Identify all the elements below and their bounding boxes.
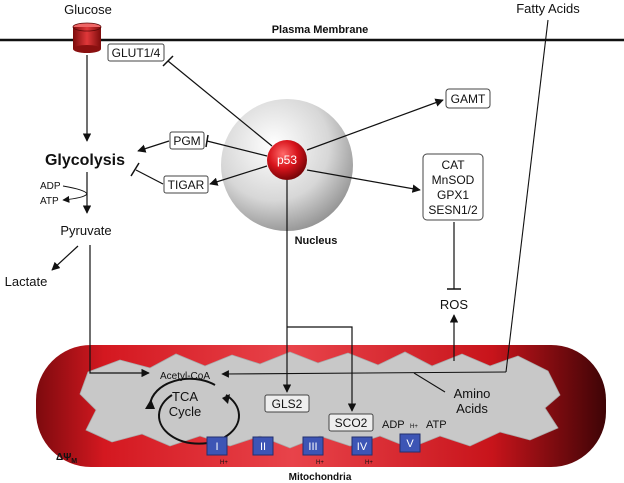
nucleus-label: Nucleus — [295, 235, 338, 247]
gamt-label: GAMT — [451, 92, 486, 106]
glut-inhibition-bar — [162, 55, 174, 67]
gls2-box — [264, 394, 310, 413]
mito-proton-label-5-top: H+ — [410, 424, 418, 430]
acetyl-coa-label: Acetyl-CoA — [160, 371, 210, 382]
tigar-inhibits-glycolysis — [135, 169, 164, 185]
complex-iii: III — [302, 436, 324, 456]
glycolysis-atp-label: ATP — [40, 196, 59, 207]
fatty-acids-line — [505, 19, 549, 373]
p53-to-antioxidants-arrow — [306, 169, 421, 193]
mito-atp-label: ATP — [426, 419, 447, 431]
complex-iv: IV — [351, 436, 373, 456]
gls2-label: GLS2 — [272, 397, 303, 411]
pyruvate-to-acetylcoa-arrow — [89, 245, 150, 378]
sco2-label: SCO2 — [335, 416, 368, 430]
p53-to-gamt-arrow — [306, 98, 444, 151]
fatty-acids-label: Fatty Acids — [516, 1, 580, 16]
pgm-inhibition-bar — [205, 134, 209, 148]
glucose-label: Glucose — [64, 2, 112, 17]
lactate-label: Lactate — [5, 274, 48, 289]
complex-iii-label: III — [308, 441, 317, 453]
glycolysis-label: Glycolysis — [45, 152, 125, 169]
antioxidant-mnsod: MnSOD — [432, 173, 475, 187]
p53-inhibits-glut — [167, 60, 273, 147]
pyruvate-to-lactate-arrow — [51, 245, 79, 271]
plasma-membrane-label: Plasma Membrane — [272, 24, 369, 36]
complex-ii-label: II — [260, 441, 266, 453]
pyruvate-label: Pyruvate — [60, 223, 111, 238]
complex-v: V — [399, 433, 421, 453]
sco2-box — [328, 413, 374, 432]
pgm-box — [169, 131, 205, 150]
tigar-box — [163, 175, 209, 194]
mito-adp-label: ADP — [382, 419, 405, 431]
adp-atp-conversion-arrow — [62, 185, 88, 203]
mitochondrial-matrix — [79, 351, 561, 449]
complex-v-label: V — [406, 438, 414, 450]
membrane-potential-label: ΔΨM — [56, 452, 77, 465]
glycolysis-adp-label: ADP — [40, 181, 61, 192]
complex-ii: II — [252, 436, 274, 456]
tca-cycle-icon — [145, 377, 240, 445]
tigar-label: TIGAR — [168, 178, 205, 192]
glut-label: GLUT1/4 — [112, 46, 161, 60]
glucose-transporter-icon — [72, 22, 102, 53]
amino-acids-label-1: Amino — [454, 386, 491, 401]
antioxidant-sesn: SESN1/2 — [428, 203, 478, 217]
complex-iv-label: IV — [357, 441, 368, 453]
ros-label: ROS — [440, 297, 469, 312]
proton-label-iii: H+ — [316, 460, 324, 466]
gamt-box — [445, 88, 491, 109]
amino-acids-label-2: Acids — [456, 401, 488, 416]
p53-to-sco2-arrow — [287, 326, 357, 412]
p53-node — [267, 140, 307, 180]
glut-box — [107, 43, 165, 62]
p53-to-tigar-arrow — [209, 165, 268, 186]
complex-i: I — [206, 436, 228, 456]
pgm-label: PGM — [173, 134, 200, 148]
amino-acids-to-acetylcoa-line — [413, 372, 446, 393]
pgm-to-glycolysis-arrow — [137, 140, 170, 153]
tca-label-1: TCA — [172, 389, 198, 404]
tigar-inhibition-bar — [130, 162, 140, 177]
complex-i-label: I — [215, 441, 218, 453]
antioxidant-cat: CAT — [441, 158, 465, 172]
proton-label-iv: H+ — [365, 460, 373, 466]
tca-label-2: Cycle — [169, 404, 202, 419]
antioxidant-box — [422, 153, 484, 221]
p53-label: p53 — [277, 153, 297, 167]
p53-inhibits-pgm — [206, 140, 268, 157]
mitochondria-label: Mitochondria — [289, 472, 352, 483]
fatty-acids-to-acetylcoa-arrow — [221, 370, 507, 378]
proton-label-i: H+ — [220, 460, 228, 466]
antioxidant-gpx1: GPX1 — [437, 188, 469, 202]
